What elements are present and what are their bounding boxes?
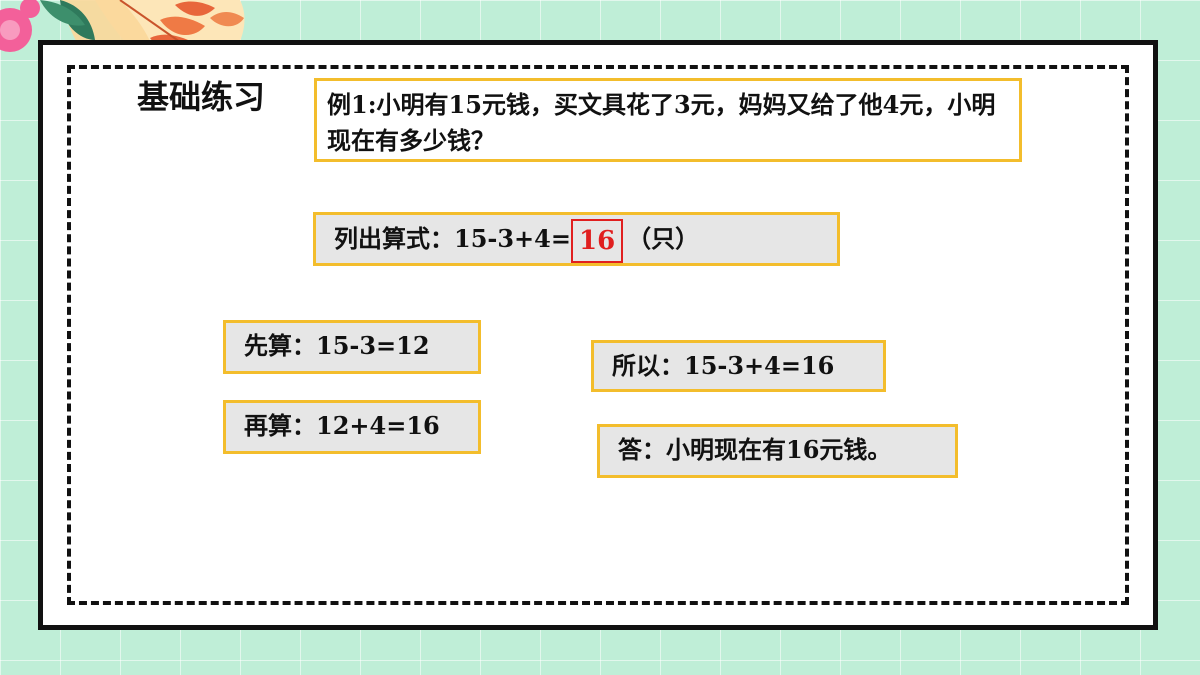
final-answer: 答：小明现在有16元钱。 bbox=[597, 424, 958, 478]
section-title: 基础练习 bbox=[137, 78, 266, 116]
answer-highlight: 16 bbox=[570, 218, 624, 263]
step-then: 再算：12+4=16 bbox=[223, 400, 481, 454]
formula-box: 列出算式：15-3+4=16（只） bbox=[313, 212, 840, 266]
dashed-frame bbox=[67, 65, 1129, 605]
step-so: 所以：15-3+4=16 bbox=[591, 340, 886, 392]
step-first: 先算：15-3=12 bbox=[223, 320, 481, 374]
formula-label: 列出算式：15-3+4= bbox=[334, 224, 571, 253]
problem-statement: 例1:小明有15元钱，买文具花了3元，妈妈又给了他4元，小明现在有多少钱？ bbox=[314, 78, 1022, 162]
formula-unit: （只） bbox=[627, 224, 700, 253]
